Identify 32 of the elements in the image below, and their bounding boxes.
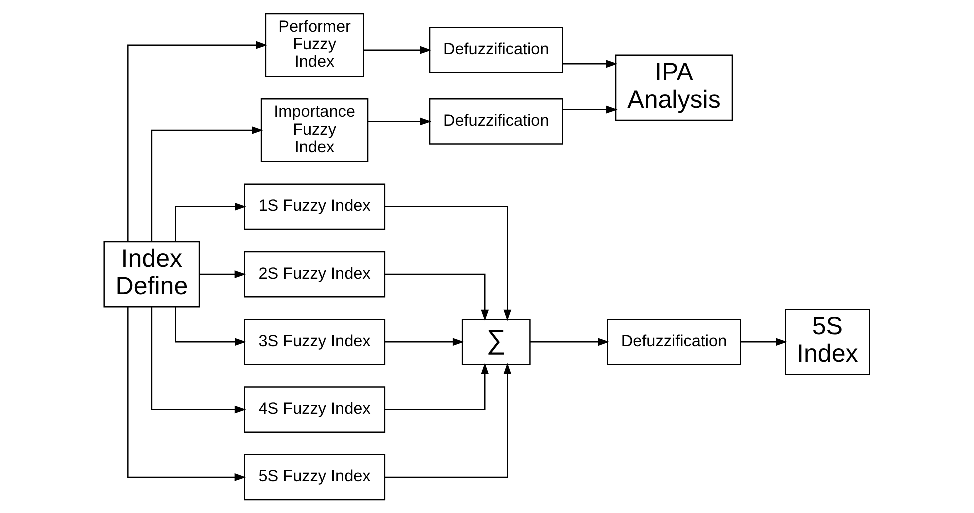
arrow	[151, 306, 246, 414]
node-box: 5S Index	[785, 308, 870, 375]
arrow	[740, 338, 788, 346]
node-box: IPA Analysis	[615, 54, 734, 121]
node-box: Performer Fuzzy Index	[265, 12, 364, 77]
arrow	[384, 206, 512, 321]
arrow	[128, 306, 246, 481]
arrow	[385, 338, 464, 346]
node-box: 4S Fuzzy Index	[244, 386, 386, 432]
arrow	[530, 338, 610, 346]
node-box: 5S Fuzzy Index	[244, 454, 386, 500]
arrow	[385, 362, 490, 410]
arrow	[563, 60, 618, 68]
node-box: 2S Fuzzy Index	[244, 250, 386, 298]
node-box: 1S Fuzzy Index	[244, 183, 386, 230]
arrow	[175, 306, 246, 346]
arrow	[385, 273, 490, 321]
node-box: 3S Fuzzy Index	[244, 318, 386, 365]
node-box: Defuzzification	[429, 98, 564, 144]
arrow	[128, 40, 268, 242]
node-box: Importance Fuzzy Index	[260, 98, 369, 162]
arrow	[175, 202, 246, 242]
arrow	[384, 362, 512, 478]
arrow	[364, 46, 432, 54]
node-box: Defuzzification	[429, 26, 564, 73]
node-box: Defuzzification	[607, 318, 742, 365]
arrow	[368, 117, 432, 126]
node-box: Index Define	[104, 240, 200, 308]
arrow	[563, 105, 618, 114]
arrow	[151, 126, 264, 242]
arrow	[200, 270, 246, 278]
node-box: ∑	[462, 318, 531, 365]
